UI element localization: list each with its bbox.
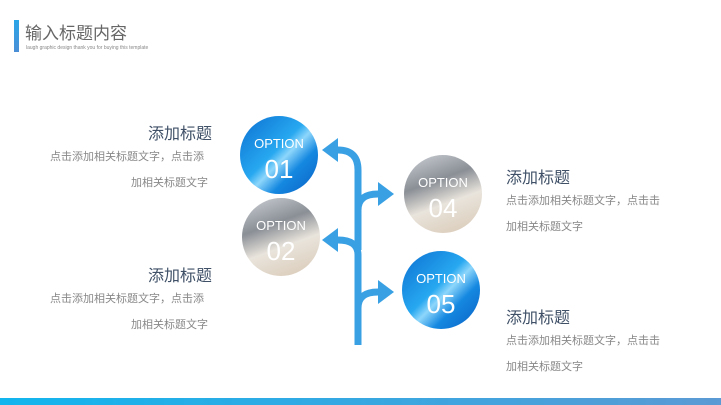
arrow-left-icon [322,138,338,162]
option-02-circle: OPTION 02 [242,198,320,276]
arrow-stem [337,146,362,220]
arrow-right-icon [378,182,394,206]
option-05-circle: OPTION 05 [402,251,480,329]
option-04-text: 点击添加相关标题文字，点击击 [506,195,660,207]
page-subtitle: laugh graphic design thank you for buyin… [26,45,149,51]
option-number: 05 [426,289,456,319]
option-04-text: 加相关标题文字 [506,221,583,233]
option-label: OPTION [418,175,468,190]
option-01-circle: OPTION 01 [240,116,318,194]
page-title: 输入标题内容 [25,24,127,43]
bottom-bar [0,398,721,405]
option-01-text: 点击添加相关标题文字，点击添 [50,151,204,163]
option-number: 01 [264,154,294,184]
arrow-left-icon [322,228,338,252]
option-05-heading: 添加标题 [506,310,571,327]
option-number: 02 [266,236,296,266]
arrow-right-icon [378,280,394,304]
option-label: OPTION [416,271,466,286]
arrow-stem [354,288,379,340]
option-05-text: 加相关标题文字 [506,361,583,373]
option-02-text: 点击添加相关标题文字，点击添 [50,293,204,305]
option-02-heading: 添加标题 [148,268,213,285]
option-04-circle: OPTION 04 [404,155,482,233]
option-number: 04 [428,193,458,223]
arrow-stem [354,190,379,250]
option-label: OPTION [254,136,304,151]
arrow-stem [337,236,362,345]
title-accent-bar [14,20,19,52]
option-01-heading: 添加标题 [148,126,213,143]
option-01-text: 加相关标题文字 [131,177,208,189]
option-label: OPTION [256,218,306,233]
option-02-text: 加相关标题文字 [131,319,208,331]
option-05-text: 点击添加相关标题文字，点击击 [506,335,660,347]
option-04-heading: 添加标题 [506,170,571,187]
